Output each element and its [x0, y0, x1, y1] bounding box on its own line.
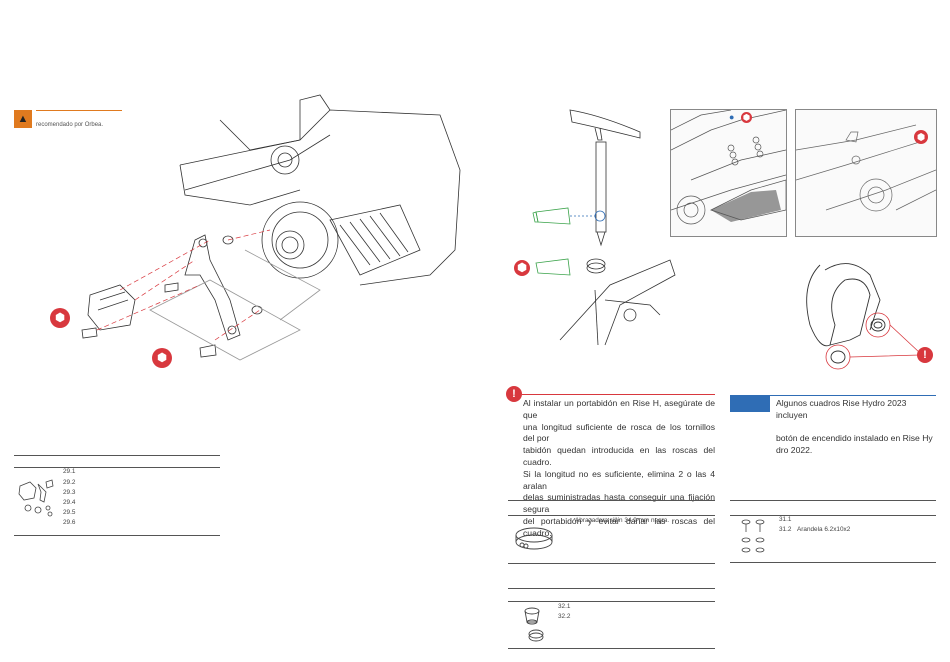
alert-exclamation-icon: !	[506, 386, 522, 402]
part-number: 29.5	[63, 509, 76, 516]
part-32-illustration	[524, 607, 544, 642]
motor-frame-photo: ⬢	[795, 109, 937, 237]
alert-exclamation-icon: !	[917, 347, 933, 363]
part-description: Arandela 6.2x10x2	[797, 526, 851, 533]
table-seat-clamp-bottom-rule	[508, 563, 715, 564]
table-32-bottom-rule	[508, 648, 715, 649]
torque-wrench-icon: ⬢	[514, 260, 530, 276]
notice-line: botón de encendido instalado en Rise Hy	[776, 433, 933, 444]
torque-wrench-icon: ⬢	[50, 308, 70, 328]
notice-line	[776, 422, 940, 434]
notice-line: una longitud suficiente de rosca de los …	[523, 421, 715, 444]
notice-line: dro 2022.	[776, 445, 813, 456]
table-29-top-rule	[14, 455, 220, 456]
table-seat-clamp-header-rule	[508, 515, 715, 516]
torque-wrench-icon: ⬢	[152, 348, 172, 368]
part-number: 29.3	[63, 489, 76, 496]
seat-clamp-illustration	[515, 527, 553, 550]
bottle-cage-illustration	[806, 263, 921, 370]
part-number: 32.2	[558, 613, 571, 620]
frame-detail-photo: ⬢ ●	[670, 109, 787, 237]
notice-line: Al instalar un portabidón en Rise H, ase…	[523, 398, 715, 420]
warning-note: recomendado por Orbea.	[36, 122, 104, 128]
table-29-bottom-rule	[14, 535, 220, 536]
derailleur-hanger-exploded-illustration	[81, 94, 461, 361]
table-29-header-rule	[14, 467, 220, 468]
part-number: 31.2	[779, 526, 792, 533]
part-31-bolts-washers-illustration	[741, 519, 765, 553]
part-number: 29.4	[63, 499, 76, 506]
water-drop-icon: ●	[729, 112, 735, 122]
info-rule	[770, 395, 936, 396]
table-32-header-rule	[508, 601, 715, 602]
table-32-top-rule	[508, 588, 715, 589]
notice-line: Si la longitud no es suficiente, elimina…	[523, 468, 715, 491]
notice-line: delas suministradas hasta conseguir una …	[523, 492, 715, 515]
part-number: 32.1	[558, 603, 571, 610]
part-number: 29.2	[63, 479, 76, 486]
notice-line: del portabidón y evitar dañar las roscas…	[523, 515, 715, 538]
torque-wrench-icon: ⬢	[741, 112, 752, 123]
seatpost-illustration	[532, 109, 676, 346]
warning-triangle-icon: ▲	[14, 110, 32, 128]
table-seat-clamp-top-rule	[508, 500, 715, 501]
part-number: 29.6	[63, 519, 76, 526]
torque-wrench-icon: ⬢	[914, 130, 928, 144]
info-notice: Algunos cuadros Rise Hydro 2023 incluyen…	[776, 398, 940, 457]
table-31-bottom-rule	[730, 562, 936, 563]
part-29-kit-illustration	[18, 479, 54, 517]
warning-rule	[36, 110, 122, 111]
table-31-top-rule	[730, 500, 936, 501]
seat-clamp-description: Abrazadera sillín 34.9 mm negra.	[575, 517, 670, 524]
alert-rule	[522, 394, 715, 395]
info-box	[730, 395, 770, 412]
part-number: 29.1	[63, 468, 76, 475]
notice-line: tabidón quedan introducida en las roscas…	[523, 445, 715, 467]
mounting-notice: Al instalar un portabidón en Rise H, ase…	[523, 398, 715, 540]
part-number: 31.1	[779, 516, 792, 523]
table-31-header-rule	[730, 515, 936, 516]
notice-line: Algunos cuadros Rise Hydro 2023 incluyen	[776, 398, 907, 420]
